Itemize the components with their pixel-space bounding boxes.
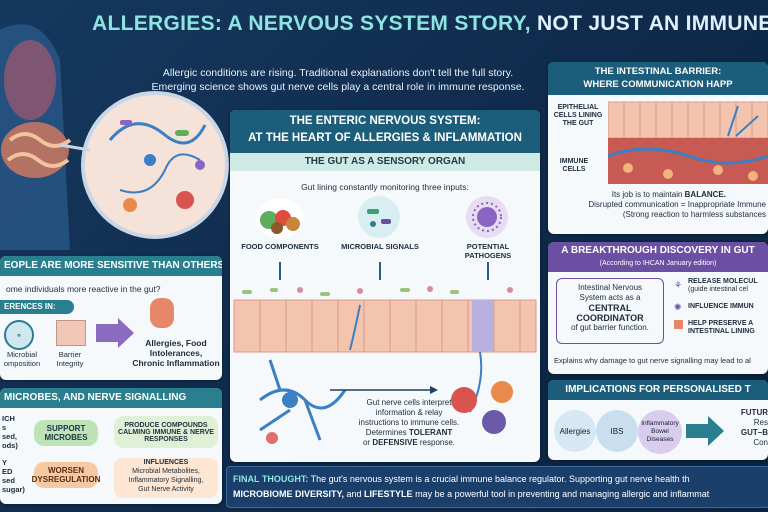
sensitivity-panel: EOPLE ARE MORE SENSITIVE THAN OTHERS ome… — [0, 256, 222, 380]
lungs-icon — [4, 40, 56, 120]
magnified-cells-circle — [81, 91, 229, 239]
barrier-icon — [56, 320, 86, 346]
intro-text: Allergic conditions are rising. Traditio… — [151, 67, 525, 93]
allergies-circle: Allergies — [554, 410, 596, 452]
gut-lining-illustration — [233, 262, 537, 444]
inflamed-gut-icon — [150, 298, 174, 328]
microbial-label: MICROBIAL SIGNALS — [341, 242, 419, 251]
support-microbes-box: SUPPORT MICROBES — [34, 420, 98, 446]
intestine-icon — [1, 122, 69, 178]
immune-icon: ✺ — [674, 302, 682, 312]
pathogen-icon — [466, 196, 508, 238]
pathogens-label: POTENTIAL PATHOGENS — [464, 242, 512, 260]
food-icon — [256, 198, 304, 238]
influence-immune: INFLUENCE IMMUN — [688, 303, 754, 310]
release-molecules: RELEASE MOLECUL(guide intestinal cel — [688, 278, 758, 293]
breakthrough-panel: A BREAKTHROUGH DISCOVERY IN GUT(Accordin… — [548, 242, 768, 374]
barrier-panel: THE INTESTINAL BARRIER:WHERE COMMUNICATI… — [548, 62, 768, 234]
page-title: ALLERGIES: A NERVOUS SYSTEM STORY, NOT J… — [92, 12, 768, 35]
arrow-right-icon — [96, 318, 134, 348]
sensitivity-title: EOPLE ARE MORE SENSITIVE THAN OTHERS — [0, 256, 222, 276]
implications-title: IMPLICATIONS FOR PERSONALISED T — [548, 380, 768, 400]
microbes-title: MICROBES, AND NERVE SIGNALLING — [0, 388, 222, 408]
ens-subtitle: THE GUT AS A SENSORY ORGAN — [230, 153, 540, 171]
final-thought-bar: FINAL THOUGHT: The gut's nervous system … — [226, 466, 768, 508]
ens-title: THE ENTERIC NERVOUS SYSTEM:AT THE HEART … — [230, 110, 540, 153]
breakthrough-title: A BREAKTHROUGH DISCOVERY IN GUT(Accordin… — [548, 242, 768, 272]
worsen-dysregulation-box: WORSEN DYSREGULATION — [32, 462, 100, 488]
microbe-icon: ⚬ — [4, 320, 34, 350]
ens-lead: Gut lining constantly monitoring three i… — [301, 182, 469, 192]
food-label: FOOD COMPONENTS — [241, 242, 319, 251]
produce-compounds-box: PRODUCE COMPOUNDS CALMING IMMUNE & NERVE… — [114, 416, 218, 448]
microbial-signals-icon — [358, 196, 400, 238]
ens-panel: THE ENTERIC NERVOUS SYSTEM:AT THE HEART … — [230, 110, 540, 462]
implications-panel: IMPLICATIONS FOR PERSONALISED T Allergie… — [548, 380, 768, 460]
lining-icon — [674, 320, 683, 329]
barrier-text: Its job is to maintain BALANCE. Disrupte… — [588, 190, 766, 219]
barrier-illustration — [608, 101, 768, 184]
torso-illustration — [0, 24, 229, 250]
ibs-circle: IBS — [596, 410, 638, 452]
arrow-right-icon — [686, 416, 724, 446]
sensitivity-lead: ome individuals more reactive in the gut… — [6, 284, 161, 294]
barrier-title: THE INTESTINAL BARRIER:WHERE COMMUNICATI… — [548, 62, 768, 95]
molecule-icon: ⚘ — [674, 280, 683, 290]
breakthrough-footer: Explains why damage to gut nerve signall… — [554, 356, 751, 365]
differences-label: ERENCES IN: — [0, 300, 74, 314]
final-thought-text: FINAL THOUGHT: The gut's nervous system … — [233, 474, 710, 499]
